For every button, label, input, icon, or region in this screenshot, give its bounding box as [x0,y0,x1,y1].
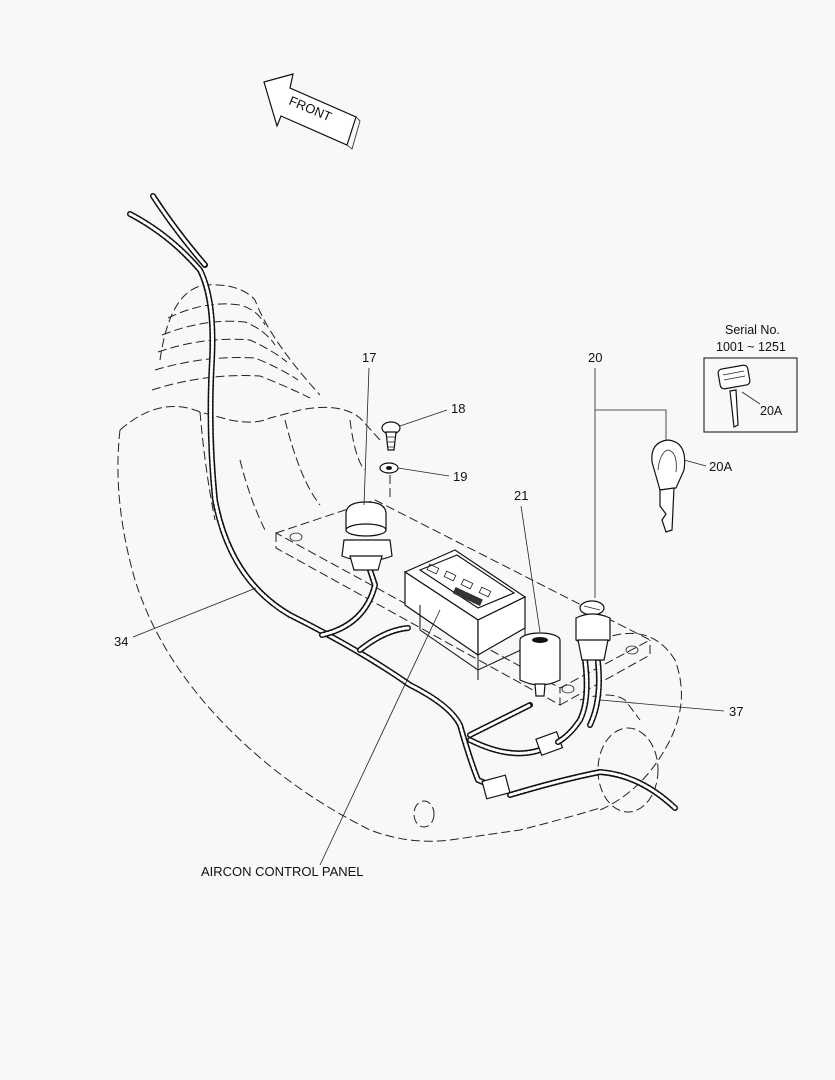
serial-box: Serial No. 1001 ~ 1251 20A [703,323,798,433]
harness-34 [127,193,678,811]
serial-title: Serial No. [725,323,780,337]
key-switch-20 [575,600,611,661]
socket-21 [519,632,561,697]
front-arrow: FRONT [263,73,361,150]
callout-21: 21 [514,488,528,503]
callout-20a: 20A [709,459,732,474]
serial-range: 1001 ~ 1251 [716,340,786,354]
washer-19 [379,462,399,474]
cigar-lighter-17 [341,501,393,571]
key-20a-small-icon [717,364,751,428]
callout-20a-serial: 20A [760,404,783,418]
callouts: 17 18 19 20 20A 21 34 37 AIRCON CONTROL … [114,350,743,879]
callout-37: 37 [729,704,743,719]
callout-19: 19 [453,469,467,484]
aircon-control-panel [403,549,527,680]
callout-18: 18 [451,401,465,416]
key-20a-icon [651,439,686,533]
callout-17: 17 [362,350,376,365]
callout-34: 34 [114,634,128,649]
harness-37 [555,657,602,745]
console-outline [117,284,682,842]
callout-aircon-control-panel: AIRCON CONTROL PANEL [201,864,364,879]
screw-18 [381,421,401,451]
callout-20: 20 [588,350,602,365]
